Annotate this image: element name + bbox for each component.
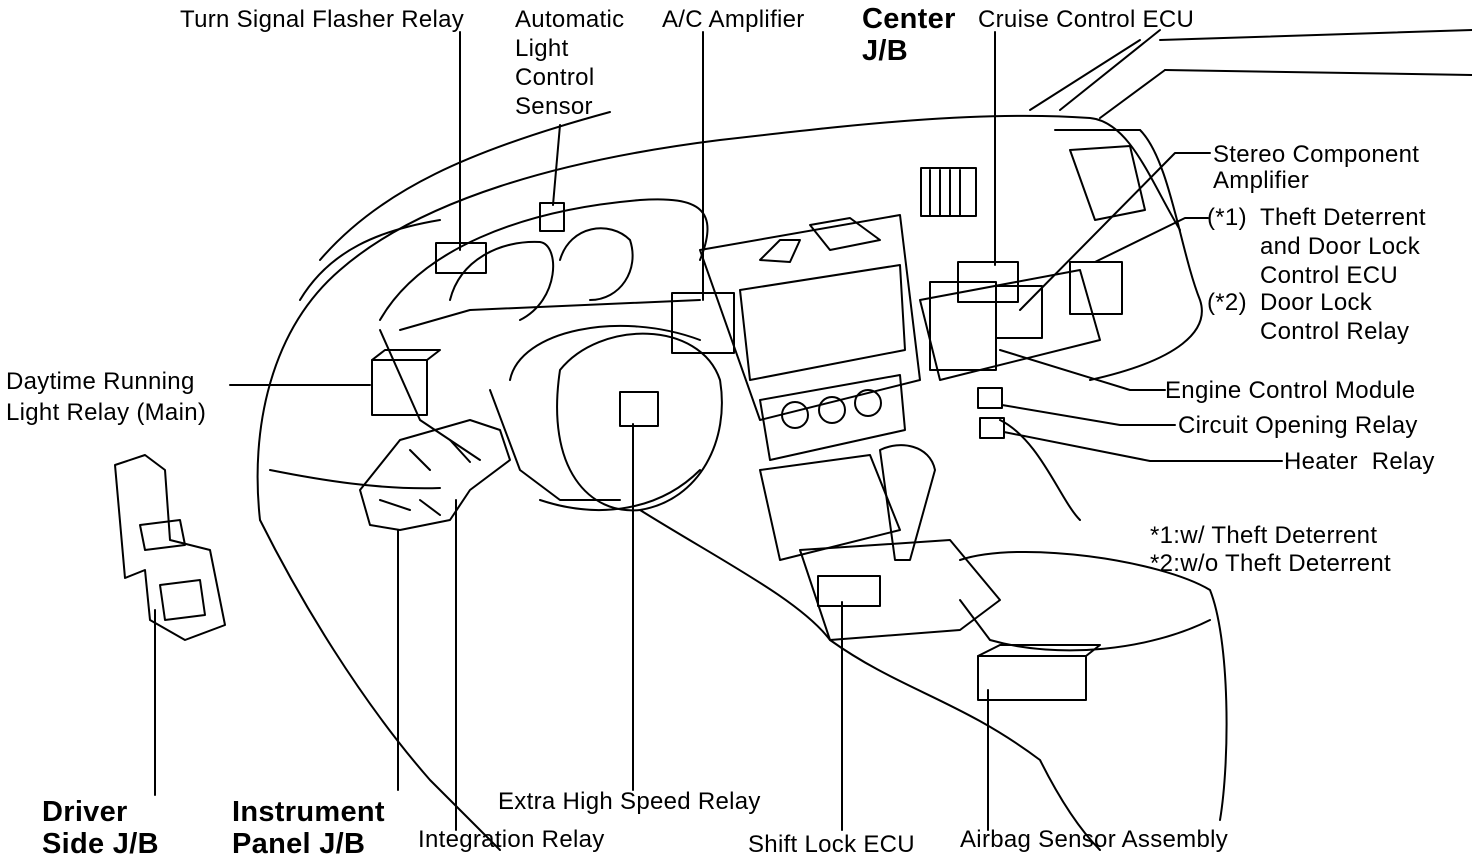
label-note-1: *1:w/ Theft Deterrent [1150,522,1378,549]
climate-knob [854,389,882,417]
label-turn-signal-flasher-relay: Turn Signal Flasher Relay [180,6,465,33]
gauge-right [559,227,634,301]
dash-outline [256,114,1181,521]
dash-right-end [1089,129,1203,381]
center-jb-box [920,167,977,217]
dash-top-edge [319,111,611,261]
steering-wheel-rim-low [539,469,701,511]
airbag-sensor-top [977,644,1101,657]
daytime-running-light-relay-box [371,359,428,416]
floor-line [639,509,1101,851]
airbag-sensor-box [977,655,1087,701]
windshield-line [1059,29,1161,111]
steering-wheel-rim [509,324,701,381]
daytime-running-light-relay-top [371,349,441,361]
leader-engine-control [999,349,1166,391]
leader-theft-deterrent [1094,217,1209,263]
glovebox-bracket [919,269,1101,381]
label-center-jb: Center J/B [862,3,956,67]
console-armrest [959,599,1211,652]
center-vent [809,217,881,251]
label-driver-side-jb: Driver Side J/B [42,796,159,860]
engine-control-module-box [929,281,997,371]
cluster-hood [379,198,709,321]
cluster-bottom [399,299,701,331]
dash-edge [299,219,441,301]
shift-gate [799,539,1001,641]
label-theft-deterrent-prefix: (*1) [1207,204,1247,231]
roof-line [1159,29,1472,41]
lower-dash [259,519,501,851]
label-stereo-component-amplifier: Stereo Component Amplifier [1213,141,1420,194]
label-extra-high-speed-relay: Extra High Speed Relay [498,788,761,815]
label-engine-control-module: Engine Control Module [1165,377,1416,404]
windshield-line [1099,69,1166,119]
label-daytime-running-light-relay: Daytime Running Light Relay (Main) [6,368,207,426]
label-instrument-panel-jb: Instrument Panel J/B [232,796,385,860]
gauge-left [449,240,554,321]
center-jb-ribs [929,169,961,217]
right-vent [1069,145,1146,221]
shift-lock-ecu-box [817,575,881,607]
label-integration-relay: Integration Relay [418,826,605,853]
label-door-lock-control-relay: Door Lock Control Relay [1260,289,1410,345]
shift-lever [879,444,936,561]
climate-knob [818,396,846,424]
light-control-sensor-box [539,202,565,232]
label-ac-amplifier: A/C Amplifier [662,6,805,33]
label-airbag-sensor-assembly: Airbag Sensor Assembly [960,826,1229,853]
radio-face [739,264,906,381]
leader-circuit-opening [1001,404,1176,426]
glovebox-edge [999,419,1081,521]
hazard-switch [759,239,801,263]
console-top [759,454,901,561]
leader-heater-relay [1003,431,1283,462]
knee-panel [269,469,441,490]
label-cruise-control-ecu: Cruise Control ECU [978,6,1195,33]
heater-relay-box [979,417,1005,439]
center-console [959,550,1228,821]
leader-stereo-amplifier [1019,152,1211,311]
climate-knob [781,401,809,429]
center-stack [699,214,921,421]
ac-amplifier-box [671,292,735,354]
driver-side-jb-assembly [114,454,226,641]
label-heater-relay: Heater Relay [1284,448,1435,475]
extra-high-speed-relay-box [619,391,659,427]
label-automatic-light-control-sensor: Automatic Light Control Sensor [515,6,625,120]
windshield-line [1029,39,1141,111]
steering-wheel-hub [556,332,723,512]
instrument-panel-jb-assembly [359,419,511,531]
theft-deterrent-ecu-box [995,285,1043,339]
circuit-opening-relay-box [977,387,1003,409]
label-theft-deterrent-ecu: Theft Deterrent and Door Lock Control EC… [1260,204,1426,289]
label-door-lock-prefix: (*2) [1207,289,1247,316]
leader-light-control-sensor [552,124,561,206]
climate-panel [759,374,906,461]
label-note-2: *2:w/o Theft Deterrent [1150,550,1391,577]
driver-side-jb-detail [139,519,206,621]
instrument-panel-jb-detail [379,439,471,516]
column-lower [489,389,621,501]
roof-line [1164,69,1472,76]
leader-lines [154,31,1283,831]
label-circuit-opening-relay: Circuit Opening Relay [1178,412,1418,439]
label-shift-lock-ecu: Shift Lock ECU [748,831,915,858]
